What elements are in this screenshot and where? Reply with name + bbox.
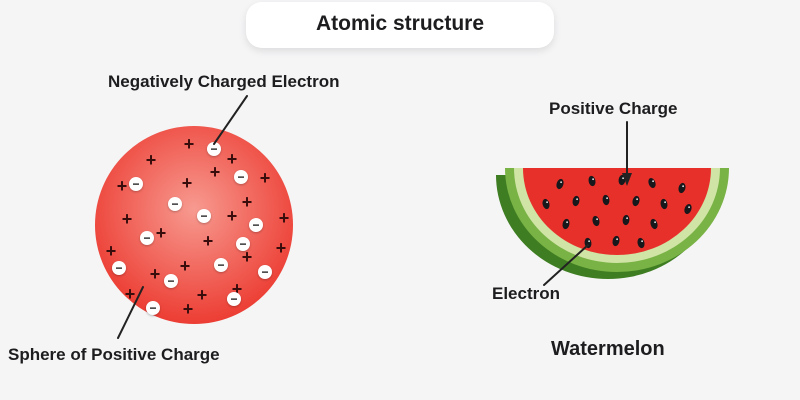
seed-highlight <box>641 240 643 243</box>
seed-highlight <box>626 217 628 220</box>
label-electron: Electron <box>492 284 561 303</box>
watermelon-seed <box>632 195 640 207</box>
seed-highlight <box>606 197 608 200</box>
watermelon-seeds <box>542 174 692 249</box>
watermelon-seed <box>542 198 550 210</box>
plus-charge-icon: + <box>202 231 214 251</box>
seed-highlight <box>652 180 654 183</box>
minus-electron-icon: − <box>164 274 178 288</box>
seed-highlight <box>560 181 562 184</box>
watermelon-rind <box>505 168 729 272</box>
plus-charge-icon: + <box>226 149 238 169</box>
minus-electron-icon: − <box>129 177 143 191</box>
watermelon-seed <box>588 175 596 187</box>
watermelon-seed <box>622 214 630 226</box>
sphere-of-positive-charge: ++++++++++++++++++++++−−−−−−−−−−−−−− <box>95 126 293 324</box>
plus-charge-icon: + <box>196 285 208 305</box>
seed-highlight <box>566 221 568 224</box>
seed-highlight <box>636 198 638 201</box>
seed-highlight <box>596 218 598 221</box>
watermelon-inner-rind <box>514 168 720 263</box>
watermelon-seed <box>648 177 656 189</box>
minus-electron-icon: − <box>168 197 182 211</box>
label-positive-charge: Positive Charge <box>549 99 678 118</box>
minus-electron-icon: − <box>146 301 160 315</box>
plus-charge-icon: + <box>121 209 133 229</box>
plus-charge-icon: + <box>155 223 167 243</box>
minus-electron-icon: − <box>207 142 221 156</box>
seed-highlight <box>622 177 624 180</box>
plus-charge-icon: + <box>278 208 290 228</box>
watermelon-caption: Watermelon <box>551 338 665 360</box>
minus-electron-icon: − <box>197 209 211 223</box>
plus-charge-icon: + <box>105 241 117 261</box>
seed-highlight <box>654 221 656 224</box>
label-sphere-of-positive-charge: Sphere of Positive Charge <box>8 345 220 364</box>
plus-charge-icon: + <box>145 150 157 170</box>
seed-highlight <box>682 185 684 188</box>
minus-electron-icon: − <box>140 231 154 245</box>
watermelon-slice <box>496 168 729 279</box>
plus-charge-icon: + <box>149 264 161 284</box>
seed-highlight <box>576 198 578 201</box>
watermelon-seed <box>678 182 686 194</box>
plus-charge-icon: + <box>231 279 243 299</box>
minus-electron-icon: − <box>214 258 228 272</box>
watermelon-seed <box>612 235 620 247</box>
plus-charge-icon: + <box>179 256 191 276</box>
watermelon-seed <box>684 203 692 215</box>
plus-charge-icon: + <box>226 206 238 226</box>
plus-charge-icon: + <box>183 134 195 154</box>
watermelon-seed <box>562 218 570 230</box>
watermelon-seed <box>556 178 564 190</box>
seed-highlight <box>616 238 618 241</box>
plus-charge-icon: + <box>182 299 194 319</box>
seed-highlight <box>688 206 690 209</box>
watermelon-rind-shadow <box>496 175 720 279</box>
pointer-watermelon-electron-line <box>543 244 589 286</box>
page-title: Atomic structure <box>315 12 485 35</box>
plus-charge-icon: + <box>181 173 193 193</box>
minus-electron-icon: − <box>112 261 126 275</box>
label-negatively-charged-electron: Negatively Charged Electron <box>108 72 340 91</box>
watermelon-seed <box>602 194 610 206</box>
seed-highlight <box>664 201 666 204</box>
plus-charge-icon: + <box>241 192 253 212</box>
seed-highlight <box>592 178 594 181</box>
minus-electron-icon: − <box>236 237 250 251</box>
plus-charge-icon: + <box>116 176 128 196</box>
seed-highlight <box>546 201 548 204</box>
plus-charge-icon: + <box>259 168 271 188</box>
plus-charge-icon: + <box>241 247 253 267</box>
watermelon-seed <box>584 237 592 249</box>
title-card: Atomic structure <box>245 2 555 48</box>
minus-electron-icon: − <box>234 170 248 184</box>
minus-electron-icon: − <box>258 265 272 279</box>
minus-electron-icon: − <box>249 218 263 232</box>
pointer-positive-charge-arrowhead <box>622 173 632 186</box>
plus-charge-icon: + <box>275 238 287 258</box>
watermelon-flesh <box>523 168 711 255</box>
watermelon-seed <box>592 215 600 227</box>
minus-electron-icon: − <box>227 292 241 306</box>
watermelon-seed <box>572 195 580 207</box>
watermelon-seed <box>618 174 626 186</box>
seed-highlight <box>588 240 590 243</box>
plus-charge-icon: + <box>124 284 136 304</box>
watermelon-seed <box>637 237 645 249</box>
watermelon-seed <box>650 218 658 230</box>
plus-charge-icon: + <box>209 162 221 182</box>
watermelon-seed <box>660 198 668 210</box>
